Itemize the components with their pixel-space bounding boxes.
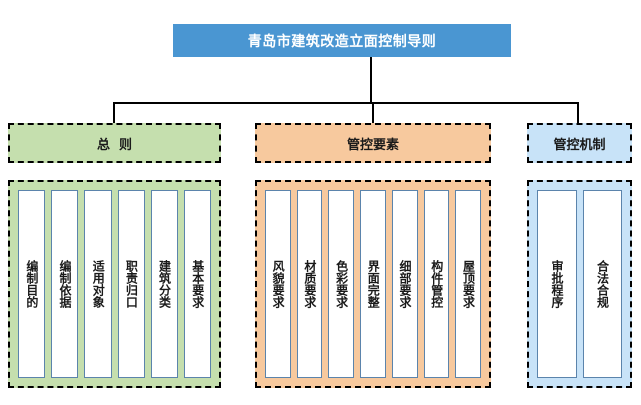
item-label: 合法合规: [595, 260, 610, 308]
item-label: 建筑分类: [157, 260, 172, 308]
item-label: 职责归口: [124, 260, 139, 308]
connector-trunk-vertical: [370, 57, 372, 103]
section-body-general-rules: 编制目的 编制依据 适用对象 职责归口 建筑分类 基本要求: [8, 180, 221, 388]
item-label: 基本要求: [190, 260, 205, 308]
item-chip[interactable]: 基本要求: [183, 190, 212, 378]
section-header-control-elements[interactable]: 管控要素: [255, 123, 491, 163]
section-label-general-rules: 总 则: [96, 137, 133, 153]
item-label: 材质要求: [302, 260, 317, 308]
item-label: 细部要求: [398, 260, 413, 308]
item-chip[interactable]: 合法合规: [582, 190, 622, 378]
item-label: 界面完整: [366, 260, 381, 308]
item-chip[interactable]: 审批程序: [537, 190, 577, 378]
section-body-control-elements: 风貌要求 材质要求 色彩要求 界面完整 细部要求 构件管控 屋顶要求: [255, 180, 491, 388]
section-label-control-mechanism: 管控机制: [553, 137, 606, 153]
item-label: 风貌要求: [271, 260, 286, 308]
section-header-control-mechanism[interactable]: 管控机制: [527, 123, 632, 163]
item-chip[interactable]: 屋顶要求: [455, 190, 482, 378]
item-label: 编制依据: [58, 260, 73, 308]
item-chip[interactable]: 风貌要求: [264, 190, 291, 378]
section-body-control-mechanism: 审批程序 合法合规: [527, 180, 632, 388]
connector-horizontal-bar: [113, 102, 578, 104]
item-label: 屋顶要求: [461, 260, 476, 308]
item-chip[interactable]: 编制依据: [51, 190, 79, 378]
item-chip[interactable]: 编制目的: [17, 190, 46, 378]
item-label: 适用对象: [91, 260, 106, 308]
item-label: 色彩要求: [334, 260, 349, 308]
item-label: 构件管控: [429, 260, 444, 308]
item-chip[interactable]: 建筑分类: [150, 190, 178, 378]
page-title: 青岛市建筑改造立面控制导则: [247, 33, 437, 50]
connector-drop-control-mechanism: [577, 102, 579, 124]
diagram-title-banner: 青岛市建筑改造立面控制导则: [173, 24, 511, 57]
section-header-general-rules[interactable]: 总 则: [8, 123, 221, 163]
item-label: 编制目的: [24, 260, 39, 308]
item-chip[interactable]: 界面完整: [360, 190, 386, 378]
connector-drop-general-rules: [113, 102, 115, 124]
item-chip[interactable]: 构件管控: [423, 190, 450, 378]
item-chip[interactable]: 适用对象: [84, 190, 112, 378]
item-chip[interactable]: 细部要求: [391, 190, 418, 378]
item-chip[interactable]: 职责归口: [117, 190, 145, 378]
item-chip[interactable]: 材质要求: [296, 190, 323, 378]
item-label: 审批程序: [550, 260, 565, 308]
section-label-control-elements: 管控要素: [346, 137, 399, 153]
item-chip[interactable]: 色彩要求: [328, 190, 355, 378]
connector-drop-control-elements: [372, 102, 374, 124]
